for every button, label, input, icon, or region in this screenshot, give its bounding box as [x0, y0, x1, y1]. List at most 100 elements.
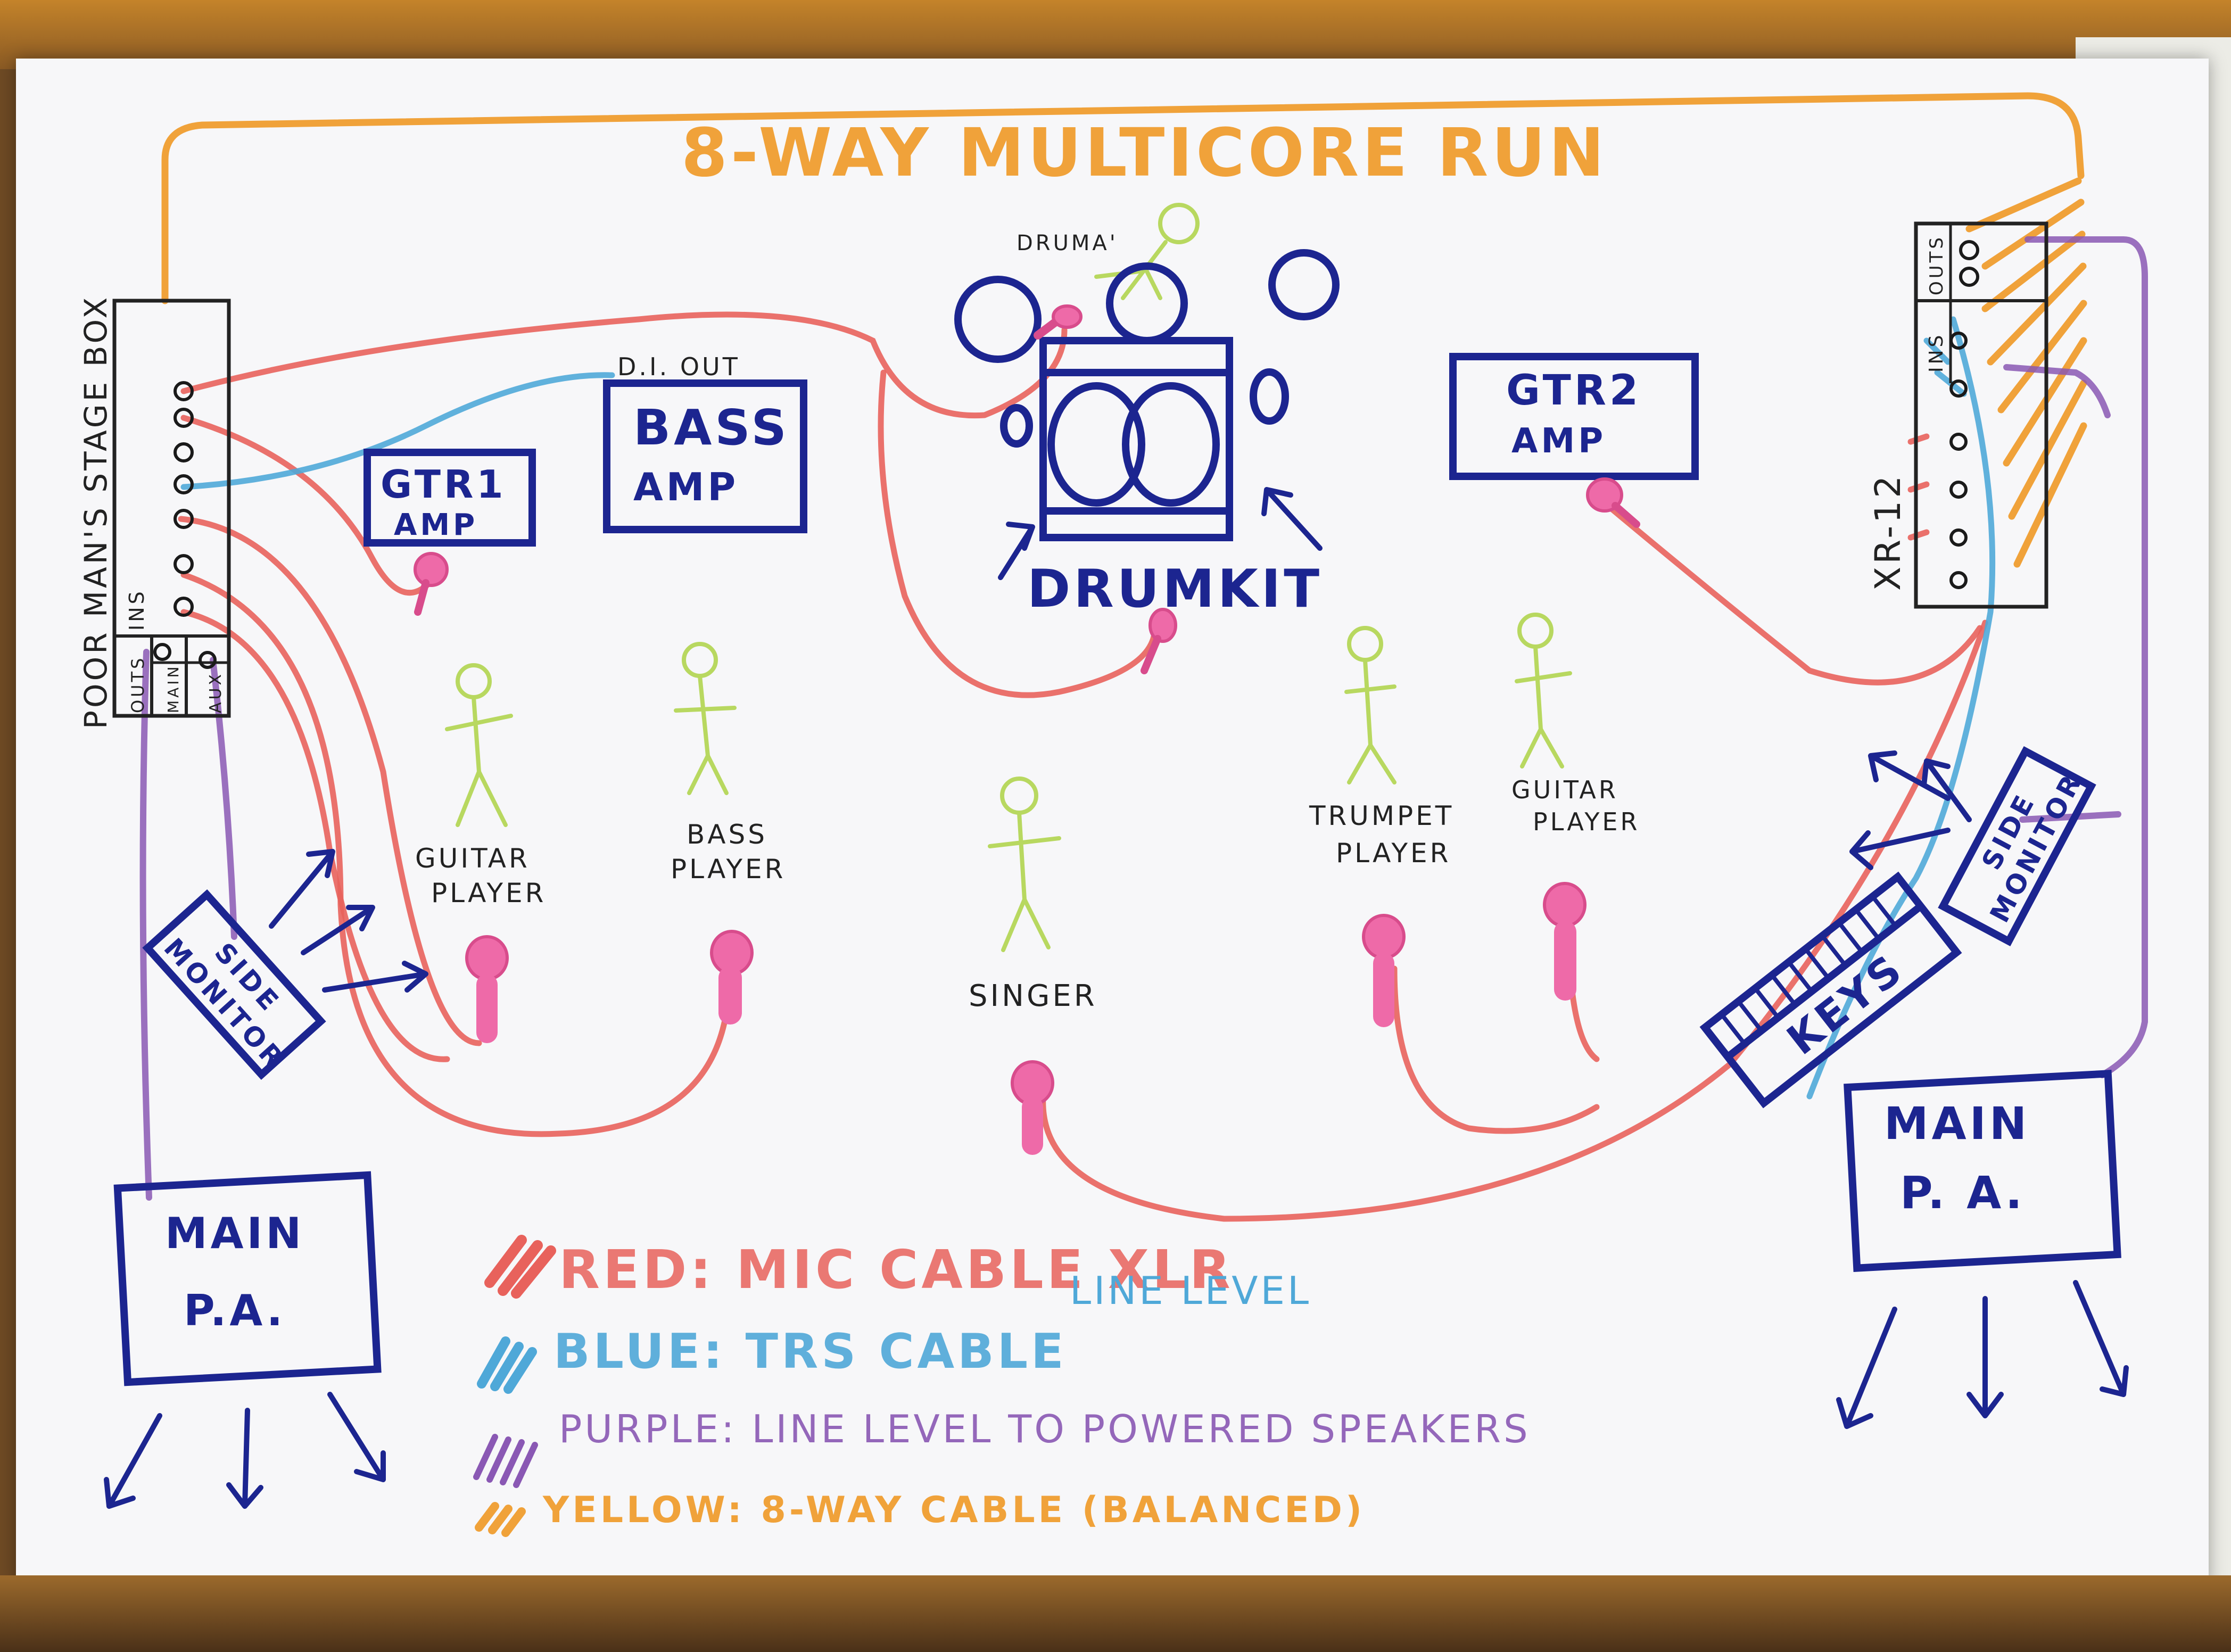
stage-box-aux-label: AUX — [206, 672, 225, 713]
drumkit-arrow-right — [1261, 487, 1323, 551]
speaker-cables — [139, 236, 2148, 1201]
mixer-input-1 — [1949, 332, 1968, 350]
main-pa-left-arrows — [104, 1392, 386, 1509]
tom-drum-left — [954, 276, 1042, 363]
guitar-player-right: GUITAR PLAYER — [1511, 613, 1640, 836]
bass-player-label: BASS — [687, 819, 767, 850]
legend-blue-label: BLUE: TRS CABLE — [553, 1324, 1067, 1380]
side-monitor-left: SIDE MONITOR — [142, 889, 326, 1080]
trumpet-player-mic — [1362, 914, 1406, 1027]
guitar-player-right-label: GUITAR — [1511, 775, 1618, 804]
guitar-2-amp-label: GTR2 — [1506, 367, 1641, 415]
main-pa-right-arrows — [1836, 1280, 2129, 1429]
bass-amp-label: BASS — [633, 399, 790, 456]
drum-mic-overhead — [1034, 304, 1083, 340]
bass-player: BASS PLAYER — [671, 642, 786, 885]
bass-player-mic — [710, 930, 754, 1025]
singer-label: SINGER — [969, 979, 1097, 1013]
legend-purple-label: PURPLE: LINE LEVEL TO POWERED SPEAKERS — [559, 1407, 1531, 1451]
guitar-player-left-label: GUITAR — [415, 843, 530, 874]
trumpet-player-sublabel: PLAYER — [1336, 838, 1451, 869]
bass-player-sublabel: PLAYER — [671, 854, 786, 885]
guitar-player-left-mic — [465, 935, 509, 1043]
guitar-2-amp-sublabel: AMP — [1511, 422, 1606, 461]
mixer-input-5 — [1949, 528, 1968, 547]
desk-edge-top — [0, 0, 2231, 69]
diagram-title: 8-WAY MULTICORE RUN — [681, 114, 1607, 192]
guitar-player-left-sublabel: PLAYER — [431, 878, 546, 908]
side-monitor-right: SIDE MONITOR — [1938, 746, 2096, 947]
legend-yellow-swatch — [475, 1502, 526, 1537]
stage-box-main-label: MAIN — [164, 664, 182, 713]
mixer-ins-label: INS — [1926, 333, 1947, 373]
drumkit-label: DRUMKIT — [1027, 559, 1323, 620]
mixer-outs-label: OUTS — [1926, 235, 1947, 295]
stage-box-main-out — [153, 643, 171, 661]
legend-purple-swatch — [473, 1434, 538, 1488]
mixer-output-2 — [1959, 267, 1979, 287]
drumkit-arrow-left — [998, 522, 1035, 580]
kick-drum-left — [1047, 382, 1145, 507]
mixer-input-4 — [1949, 481, 1968, 499]
mixer-input-2 — [1949, 379, 1968, 398]
legend-red-swatch — [484, 1235, 556, 1299]
guitar-1-amp-label: GTR1 — [381, 462, 506, 507]
guitar-1-amp-mic — [414, 552, 449, 616]
keys: KEYS — [1699, 871, 1962, 1109]
stage-box-label: POOR MAN'S STAGE BOX — [78, 295, 114, 729]
legend-blue-suffix: LINE LEVEL — [1070, 1268, 1311, 1313]
stage-box-input-6 — [173, 554, 194, 574]
drummer-label: DRUMA' — [1017, 231, 1118, 255]
stage-box-input-7 — [173, 597, 194, 617]
mixer-label: XR-12 — [1868, 473, 1908, 591]
legend-yellow-label: YELLOW: 8-WAY CABLE (BALANCED) — [542, 1489, 1365, 1531]
guitar-1-amp-sublabel: AMP — [394, 508, 478, 542]
mixer-input-6 — [1949, 571, 1968, 589]
stage-box-input-1 — [173, 381, 194, 401]
singer: SINGER — [969, 777, 1097, 1013]
side-monitor-left-arrows — [269, 849, 428, 993]
floor-tom-right — [1250, 368, 1289, 425]
main-pa-left-sublabel: P.A. — [184, 1286, 286, 1335]
multicore-cable — [161, 92, 2087, 568]
guitar-player-left: GUITAR PLAYER — [415, 663, 546, 908]
mixer-input-3 — [1949, 433, 1968, 451]
main-pa-right-sublabel: P. A. — [1900, 1167, 2026, 1219]
stage-box-input-5 — [173, 509, 194, 529]
legend: RED: MIC CABLE XLR BLUE: TRS CABLE LINE … — [473, 1235, 1531, 1537]
bass-di-out-label: D.I. OUT — [617, 352, 740, 381]
stage-box: POOR MAN'S STAGE BOX INS OUTS MAIN AUX — [78, 295, 231, 729]
stage-box-input-3 — [173, 442, 194, 462]
side-monitor-right-arrows — [1849, 750, 1972, 870]
guitar-2-amp: GTR2 AMP — [1449, 353, 1699, 480]
main-pa-left-label: MAIN — [165, 1209, 304, 1258]
drum-mic-kick — [1141, 608, 1177, 674]
stage-box-input-4 — [173, 474, 194, 494]
kick-drum-right — [1122, 382, 1220, 507]
legend-red-label: RED: MIC CABLE XLR — [559, 1238, 1234, 1301]
stage-box-outs-label: OUTS — [128, 656, 148, 713]
stage-box-aux-out — [199, 651, 217, 669]
hihat-left — [1000, 404, 1033, 448]
main-pa-right: MAIN P. A. — [1844, 1070, 2121, 1272]
bass-amp-sublabel: AMP — [633, 465, 739, 509]
guitar-player-right-sublabel: PLAYER — [1533, 807, 1640, 836]
stage-box-input-2 — [173, 408, 194, 428]
singer-mic — [1011, 1060, 1054, 1155]
tom-drum-center — [1106, 262, 1188, 344]
drumkit: DRUMA' DRUMKIT — [954, 203, 1340, 674]
xr12-mixer: XR-12 INS OUTS — [1868, 221, 2048, 609]
main-pa-right-label: MAIN — [1884, 1097, 2030, 1150]
mixer-output-1 — [1959, 240, 1979, 260]
cymbal-right — [1268, 249, 1340, 320]
mic-cables — [178, 311, 1988, 1222]
trumpet-player: TRUMPET PLAYER — [1309, 626, 1454, 869]
guitar-2-amp-mic — [1586, 477, 1640, 528]
guitar-1-amp: GTR1 AMP — [363, 449, 536, 547]
guitar-player-right-mic — [1543, 882, 1587, 1001]
desk-edge-bottom — [0, 1575, 2231, 1652]
trumpet-player-label: TRUMPET — [1309, 800, 1454, 831]
main-pa-left: MAIN P.A. — [113, 1171, 382, 1386]
legend-blue-swatch — [477, 1336, 537, 1394]
